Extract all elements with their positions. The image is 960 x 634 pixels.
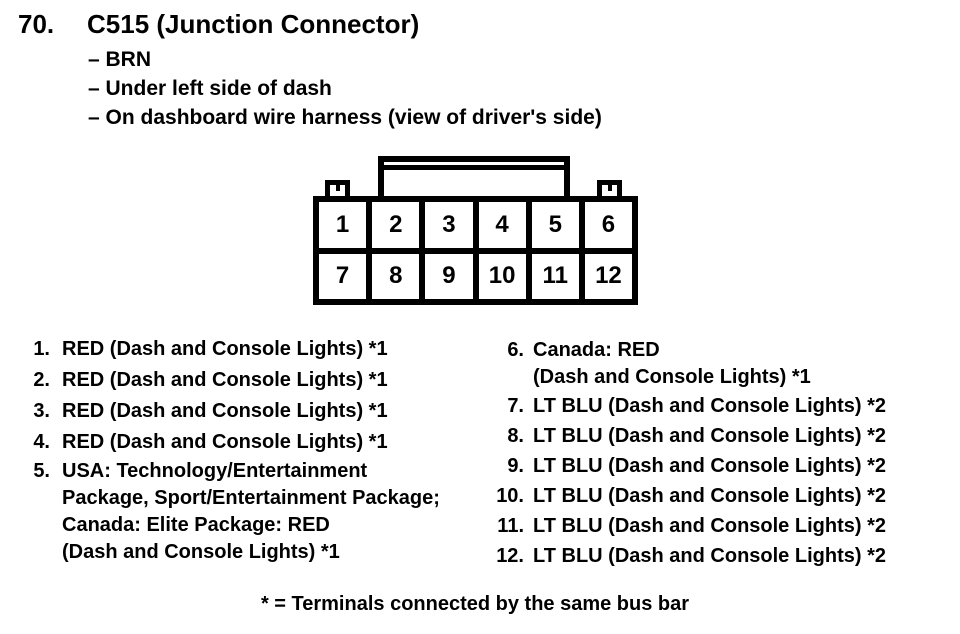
pin-cell-5: 5 bbox=[531, 202, 579, 248]
pin-description: LT BLU (Dash and Console Lights) *2 bbox=[533, 455, 886, 477]
pin-description: LT BLU (Dash and Console Lights) *2 bbox=[533, 425, 886, 447]
page-title: C515 (Junction Connector) bbox=[87, 9, 420, 39]
pin-cell-8: 8 bbox=[372, 253, 420, 299]
pin-row-7: 7. LT BLU (Dash and Console Lights) *2 bbox=[476, 391, 886, 421]
pin-description: RED (Dash and Console Lights) *1 bbox=[62, 400, 388, 422]
pin-row-1: 1. RED (Dash and Console Lights) *1 bbox=[20, 334, 440, 365]
pin-number: 8. bbox=[507, 425, 524, 447]
pin-description: Canada: RED (Dash and Console Lights) *1 bbox=[533, 337, 811, 391]
pin-description: LT BLU (Dash and Console Lights) *2 bbox=[533, 545, 886, 567]
pin-row-6: 6. Canada: RED (Dash and Console Lights)… bbox=[476, 337, 886, 391]
pin-description-line: Canada: RED bbox=[533, 339, 660, 361]
pin-number: 6. bbox=[507, 339, 524, 361]
pin-row-5: 5. USA: Technology/Entertainment Package… bbox=[20, 458, 440, 566]
pin-description-line: USA: Technology/Entertainment bbox=[62, 460, 368, 482]
pin-cell-2: 2 bbox=[372, 202, 420, 248]
pin-row-4: 4. RED (Dash and Console Lights) *1 bbox=[20, 427, 440, 458]
item-number: 70. bbox=[18, 9, 55, 39]
connector-details: – BRN – Under left side of dash – On das… bbox=[88, 45, 602, 132]
pin-number: 2. bbox=[33, 369, 50, 391]
pin-description-line: (Dash and Console Lights) *1 bbox=[62, 541, 340, 563]
pin-description: LT BLU (Dash and Console Lights) *2 bbox=[533, 485, 886, 507]
pin-description-line: Package, Sport/Entertainment Package; bbox=[62, 487, 440, 509]
pin-list-left: 1. RED (Dash and Console Lights) *1 2. R… bbox=[20, 334, 440, 566]
pin-number: 1. bbox=[33, 338, 50, 360]
pin-list-right: 6. Canada: RED (Dash and Console Lights)… bbox=[476, 337, 886, 571]
pin-row-12: 12. LT BLU (Dash and Console Lights) *2 bbox=[476, 541, 886, 571]
pin-description: RED (Dash and Console Lights) *1 bbox=[62, 338, 388, 360]
detail-line-location: – Under left side of dash bbox=[88, 77, 332, 100]
pin-cell-10: 10 bbox=[478, 253, 526, 299]
pin-description: RED (Dash and Console Lights) *1 bbox=[62, 431, 388, 453]
pin-cell-11: 11 bbox=[531, 253, 579, 299]
pin-number: 4. bbox=[33, 431, 50, 453]
pin-row-3: 3. RED (Dash and Console Lights) *1 bbox=[20, 396, 440, 427]
connector-body: 1 2 3 4 5 6 7 8 9 10 11 12 bbox=[313, 196, 638, 305]
pin-number: 9. bbox=[507, 455, 524, 477]
pin-cell-4: 4 bbox=[478, 202, 526, 248]
pin-cell-7: 7 bbox=[319, 253, 367, 299]
detail-line-harness: – On dashboard wire harness (view of dri… bbox=[88, 106, 602, 129]
pin-description: LT BLU (Dash and Console Lights) *2 bbox=[533, 395, 886, 417]
pin-cell-1: 1 bbox=[319, 202, 367, 248]
pin-cell-12: 12 bbox=[584, 253, 632, 299]
pin-description-line: (Dash and Console Lights) *1 bbox=[533, 366, 811, 388]
pin-number: 12. bbox=[496, 545, 524, 567]
pin-cell-3: 3 bbox=[425, 202, 473, 248]
pin-row-11: 11. LT BLU (Dash and Console Lights) *2 bbox=[476, 511, 886, 541]
pin-description: LT BLU (Dash and Console Lights) *2 bbox=[533, 515, 886, 537]
lock-tab-line bbox=[384, 162, 564, 170]
pin-row-2: 2. RED (Dash and Console Lights) *1 bbox=[20, 365, 440, 396]
pin-number: 3. bbox=[33, 400, 50, 422]
pin-row-10: 10. LT BLU (Dash and Console Lights) *2 bbox=[476, 481, 886, 511]
pin-number: 10. bbox=[496, 485, 524, 507]
pin-number: 11. bbox=[497, 515, 524, 537]
pin-description: RED (Dash and Console Lights) *1 bbox=[62, 369, 388, 391]
pin-cell-6: 6 bbox=[584, 202, 632, 248]
pin-number: 7. bbox=[507, 395, 524, 417]
pin-description-line: Canada: Elite Package: RED bbox=[62, 514, 330, 536]
pin-number: 5. bbox=[33, 460, 50, 482]
rib-notch bbox=[607, 185, 612, 191]
pin-row-8: 8. LT BLU (Dash and Console Lights) *2 bbox=[476, 421, 886, 451]
bus-bar-footnote: * = Terminals connected by the same bus … bbox=[260, 593, 690, 615]
pin-description: USA: Technology/Entertainment Package, S… bbox=[62, 458, 440, 566]
rib-notch bbox=[335, 185, 340, 191]
detail-line-color: – BRN bbox=[88, 48, 152, 71]
pin-row-9: 9. LT BLU (Dash and Console Lights) *2 bbox=[476, 451, 886, 481]
pin-cell-9: 9 bbox=[425, 253, 473, 299]
